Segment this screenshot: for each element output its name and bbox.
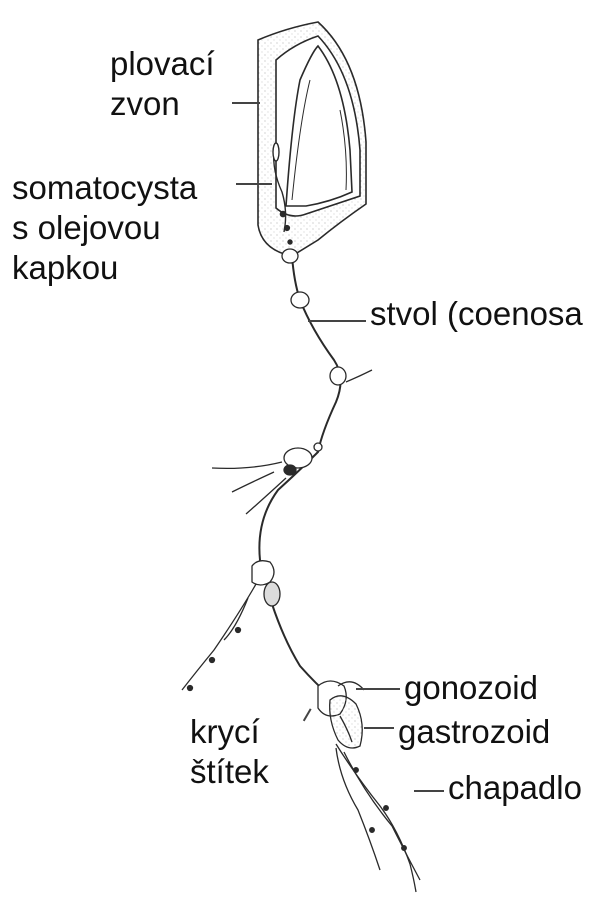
label-line: krycí [190,712,269,752]
label-gastrozoid: gastrozoid [398,712,550,752]
label-somatocyst: somatocysta s olejovou kapkou [12,168,197,288]
leader-line [414,790,444,792]
leader-line [232,102,260,104]
label-line: s olejovou [12,208,197,248]
leader-line [364,727,394,729]
cormidium-middle [212,443,322,514]
leader-line [356,688,400,690]
label-stem: stvol (coenosa [370,294,583,334]
cormidium-upper [282,249,372,385]
label-gonozoid: gonozoid [404,668,538,708]
swimming-bell [258,22,366,256]
label-line: kapkou [12,248,197,288]
label-bract: krycí štítek [190,712,269,792]
label-tentacle: chapadlo [448,768,582,808]
stem [259,256,340,696]
cormidium-lower [182,561,280,691]
label-line: somatocysta [12,168,197,208]
label-line: štítek [190,752,269,792]
label-line: zvon [110,84,215,124]
label-swimming-bell: plovací zvon [110,44,215,124]
leader-line [236,183,272,185]
label-line: plovací [110,44,215,84]
leader-line [308,320,366,322]
